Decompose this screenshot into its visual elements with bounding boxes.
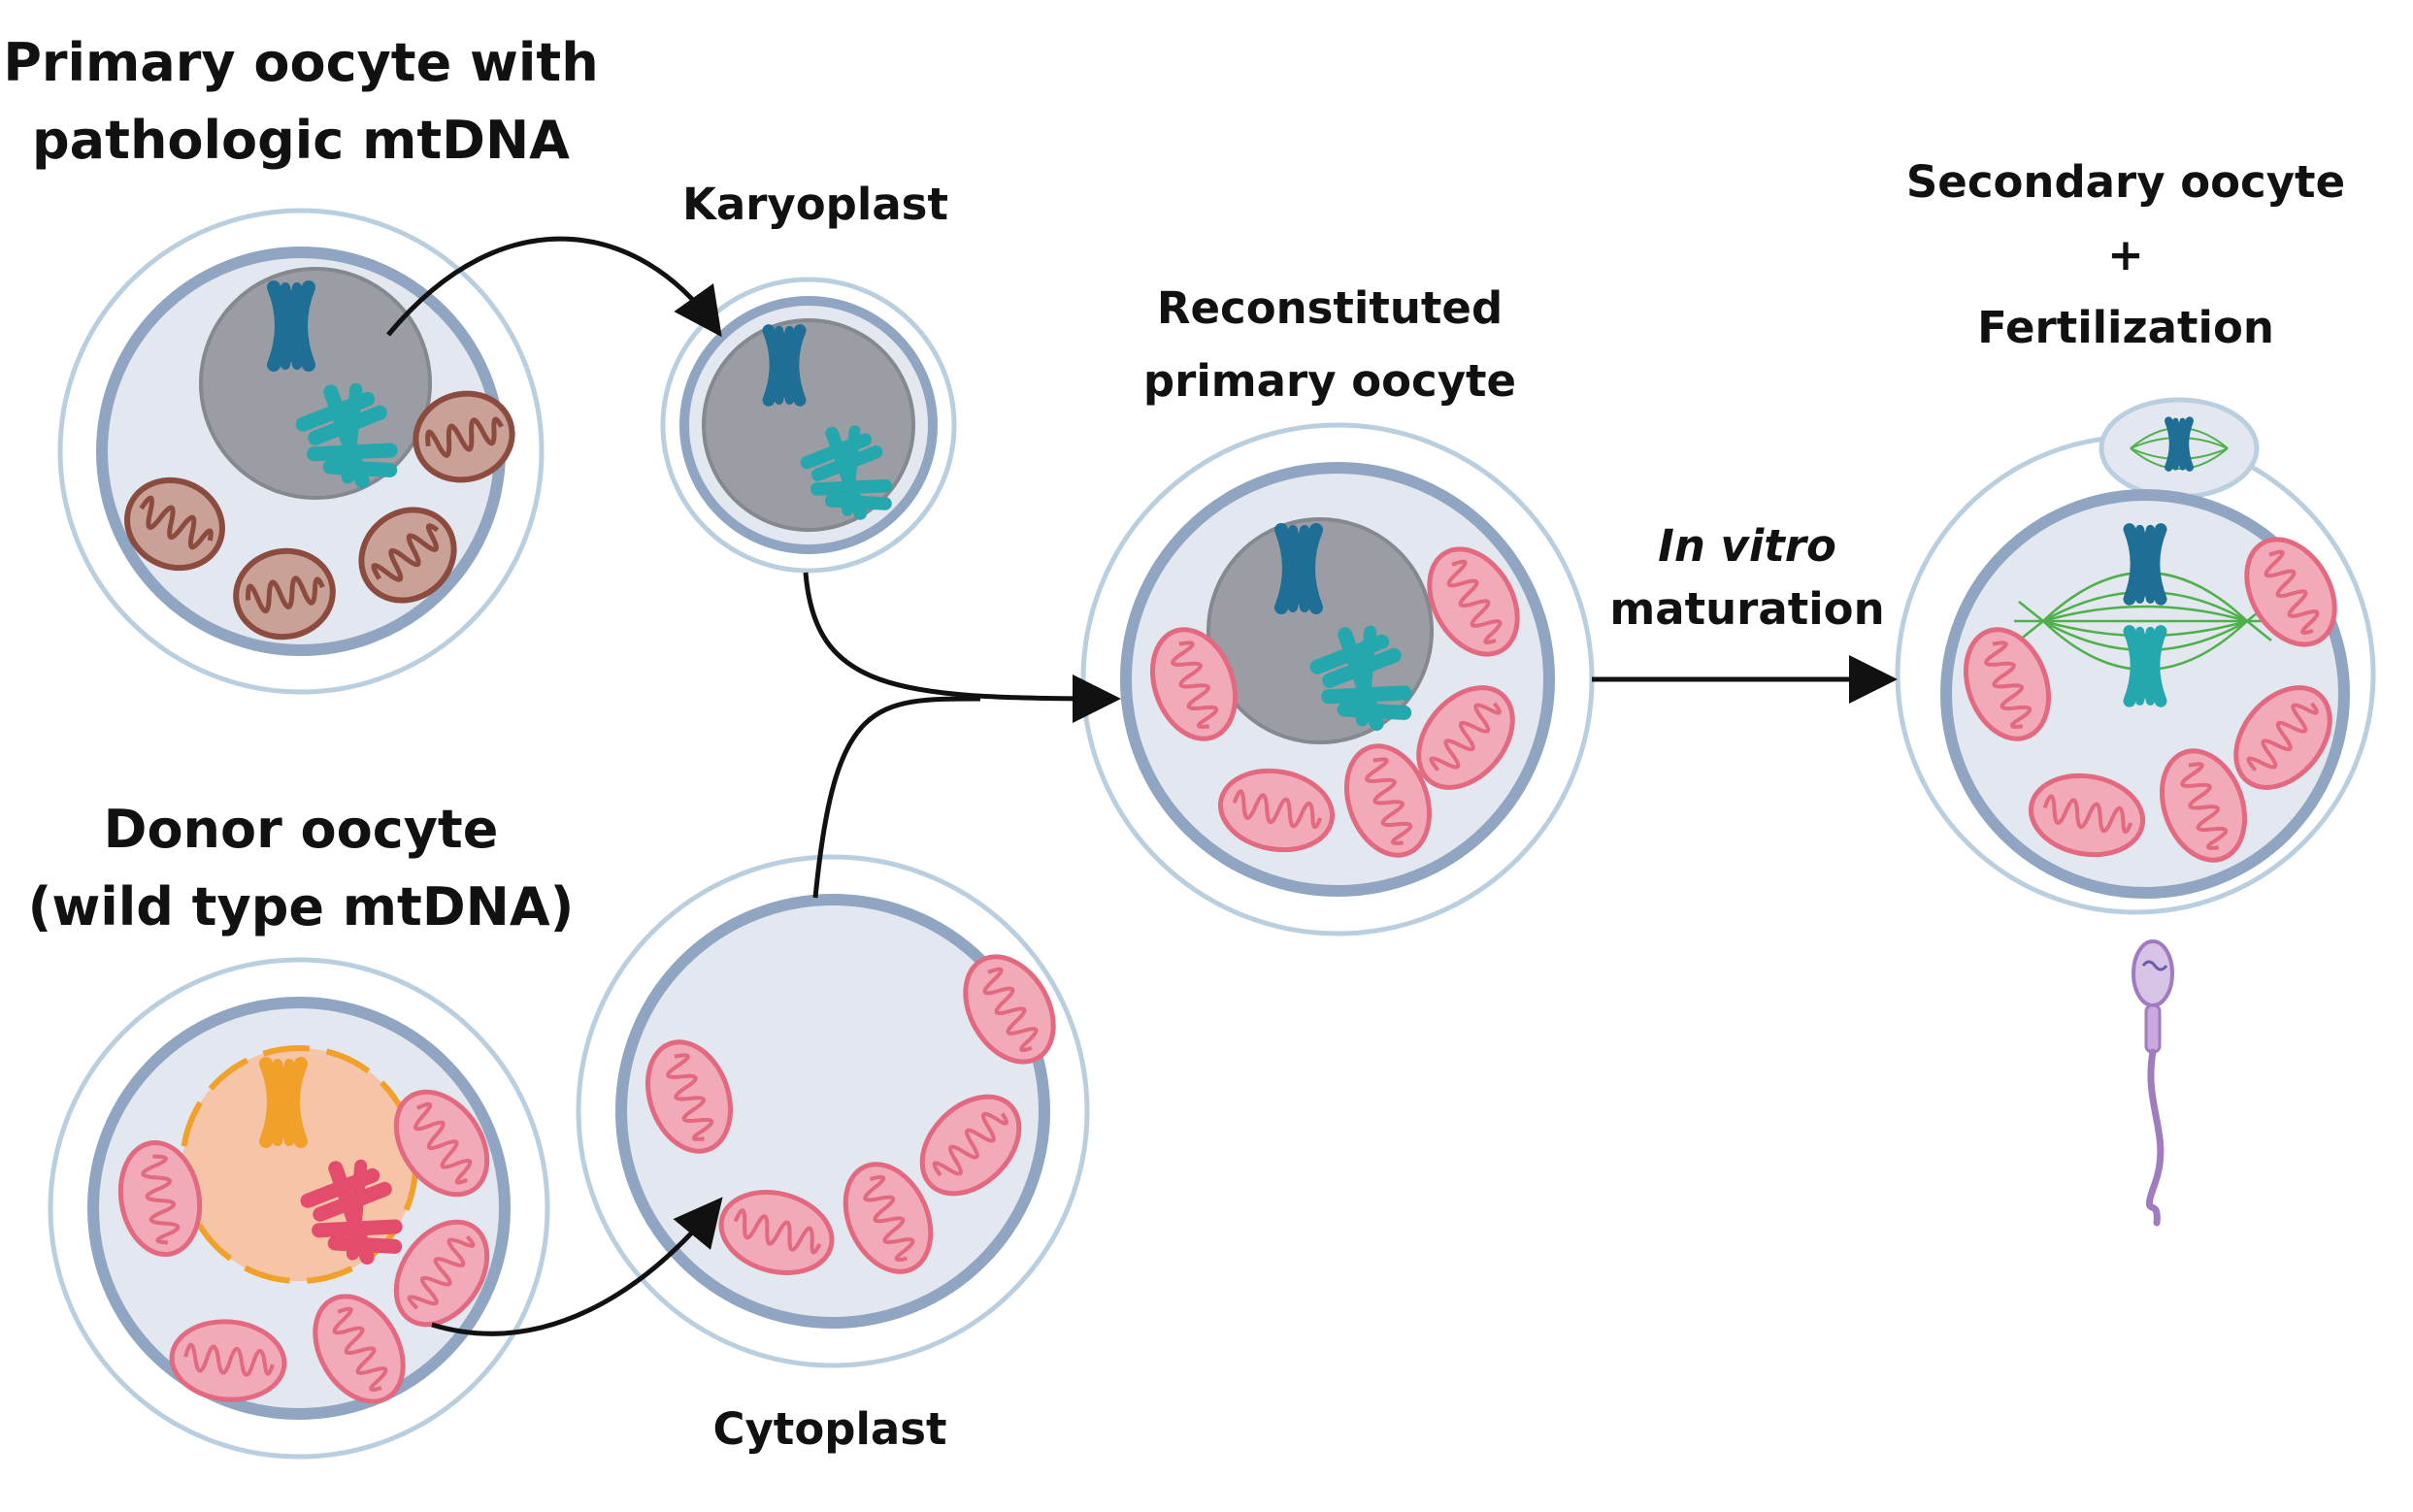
label-secondary-line1: Secondary oocyte xyxy=(1905,156,2346,208)
label-donor-line2: (wild type mtDNA) xyxy=(27,876,575,937)
label-donor-line1: Donor oocyte xyxy=(103,799,499,860)
pathologic-nucleus xyxy=(199,267,432,500)
label-reconstituted-line2: primary oocyte xyxy=(1142,355,1517,407)
label-karyoplast: Karyoplast xyxy=(682,179,948,230)
label-donor-oocyte: Donor oocyte (wild type mtDNA) xyxy=(0,791,602,946)
label-ivm-italic: In vitro xyxy=(1658,520,1836,572)
label-primary-oocyte: Primary oocyte with pathologic mtDNA xyxy=(0,24,602,180)
label-reconstituted-oocyte: Reconstituted primary oocyte xyxy=(1077,272,1582,417)
label-primary-line1: Primary oocyte with xyxy=(3,32,599,93)
karyoplast xyxy=(660,277,957,574)
arrow-donor-to-cytoplast xyxy=(431,1197,723,1336)
label-secondary-line2: + xyxy=(2107,229,2144,280)
secondary-oocyte xyxy=(1895,397,2376,915)
process-arrows xyxy=(386,236,1898,1336)
label-cytoplast: Cytoplast xyxy=(712,1403,947,1455)
arrow-nucleus-to-karyoplast xyxy=(386,236,722,338)
chromosome-orange xyxy=(266,1064,301,1141)
arrow-cytoplast-to-reconstituted xyxy=(812,696,981,899)
sperm xyxy=(2132,939,2174,1227)
label-primary-line2: pathologic mtDNA xyxy=(32,110,570,171)
label-in-vitro-maturation: In vitro maturation xyxy=(1572,514,1922,641)
primary-oocyte xyxy=(57,208,545,695)
cytoplast xyxy=(576,854,1090,1368)
label-reconstituted-line1: Reconstituted xyxy=(1156,282,1504,334)
label-ivm-line2: maturation xyxy=(1609,583,1885,635)
reconstituted-oocyte xyxy=(1080,422,1595,937)
arrow-karyoplast-to-reconstituted xyxy=(803,572,1121,723)
chromosome-blue xyxy=(274,287,309,365)
label-secondary-line3: Fertilization xyxy=(1977,302,2274,353)
label-secondary-oocyte: Secondary oocyte + Fertilization xyxy=(1844,146,2407,364)
donor-oocyte xyxy=(48,957,550,1460)
